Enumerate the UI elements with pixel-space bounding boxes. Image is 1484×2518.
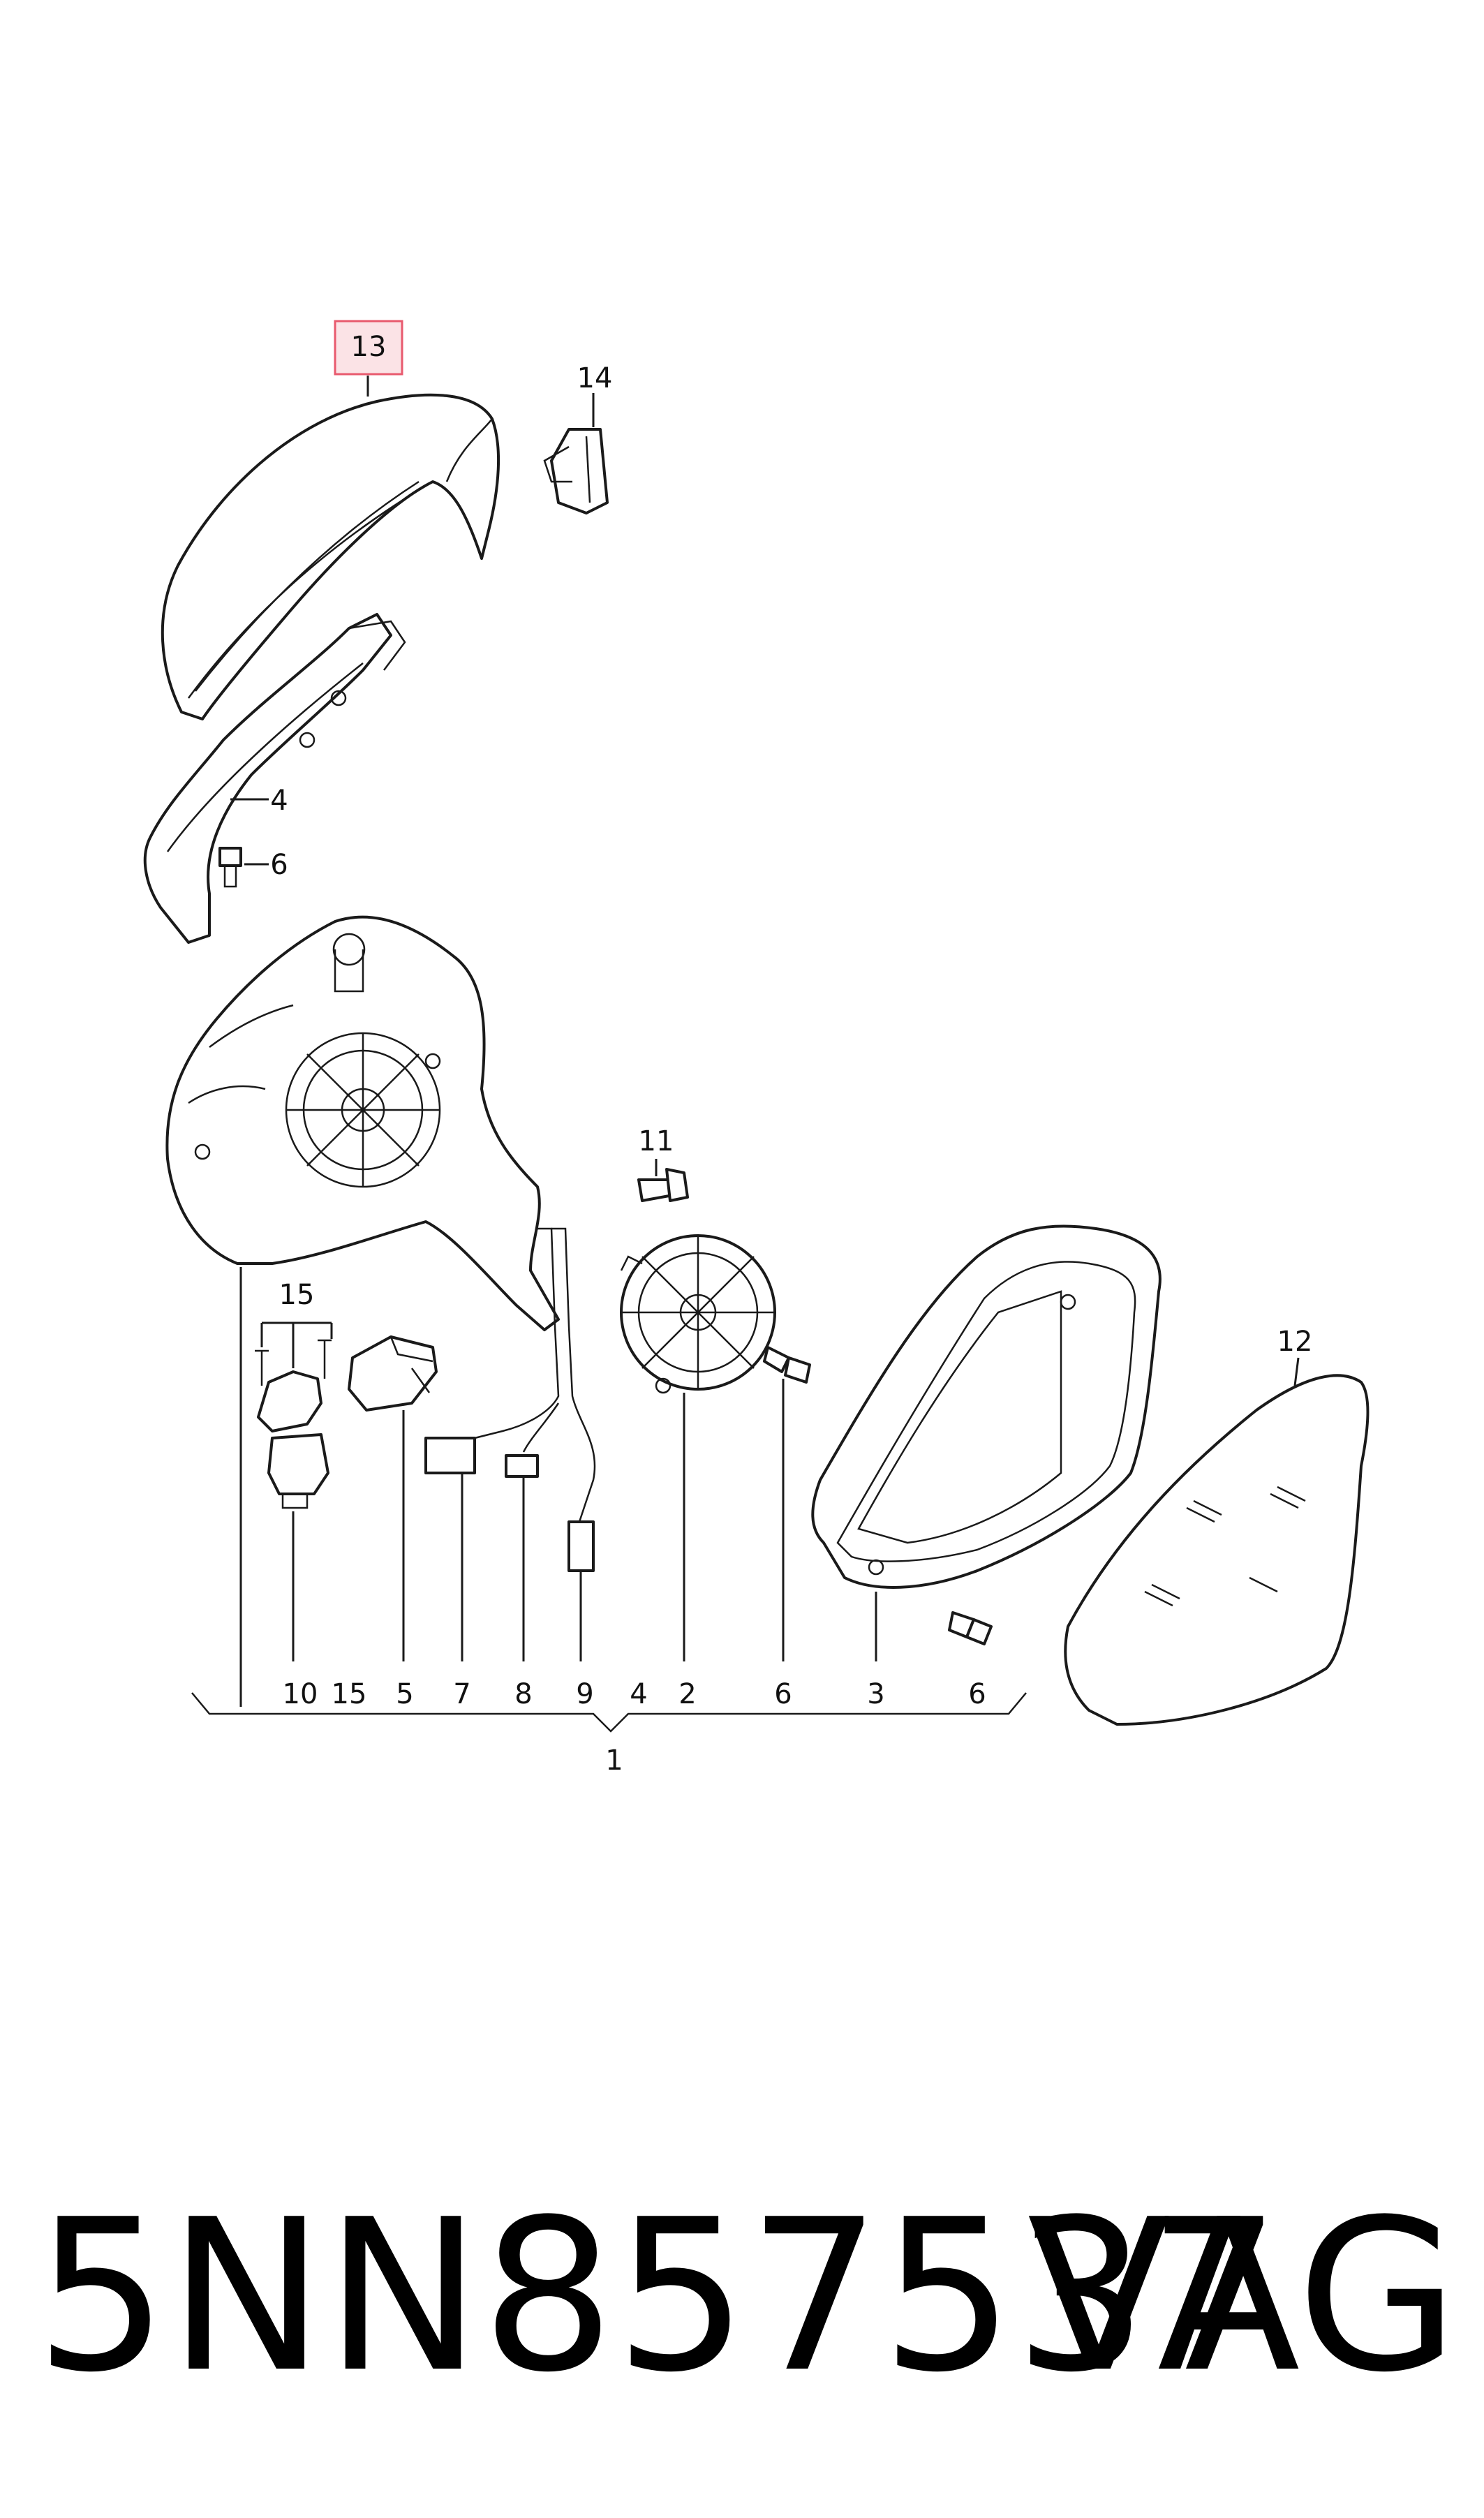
turn-signal-strip[interactable] (143, 613, 406, 944)
exploded-parts-diagram: 13 14 4 6 11 12 15 10 15 5 7 8 9 4 2 6 3… (143, 320, 1370, 1777)
label-6-top: 6 (270, 849, 288, 881)
screw-motor[interactable] (637, 1168, 689, 1202)
cover-clip[interactable] (543, 428, 609, 514)
label-7: 7 (453, 1678, 470, 1710)
label-12: 12 (1277, 1326, 1313, 1358)
label-6-row-b: 6 (968, 1678, 986, 1710)
screw-middle[interactable] (763, 1346, 811, 1384)
control-module[interactable] (348, 1335, 438, 1412)
adjustment-motor[interactable] (620, 1234, 776, 1394)
label-15-group: 15 (279, 1279, 315, 1311)
label-4-row: 4 (630, 1678, 647, 1710)
part-number: 5NN857537 (35, 2175, 1281, 2418)
motor-sensor-assembly[interactable] (255, 1339, 332, 1509)
mirror-frame[interactable] (811, 1224, 1162, 1589)
label-13: 13 (351, 331, 387, 363)
mirror-housing-base[interactable] (165, 915, 560, 1331)
callout-labels: 13 14 4 6 11 12 15 10 15 5 7 8 9 4 2 6 3… (270, 331, 1312, 1777)
mirror-cover-cap[interactable] (161, 393, 500, 720)
label-15-row: 15 (332, 1678, 367, 1710)
mirror-glass[interactable] (1064, 1374, 1370, 1726)
label-10: 10 (283, 1678, 318, 1710)
label-5: 5 (396, 1678, 413, 1710)
label-1: 1 (605, 1745, 623, 1777)
label-3: 3 (867, 1678, 884, 1710)
label-6-row-a: 6 (774, 1678, 792, 1710)
label-11: 11 (639, 1125, 674, 1157)
label-9: 9 (576, 1678, 593, 1710)
label-14: 14 (577, 362, 613, 394)
brand-name: VAG (1027, 2175, 1459, 2418)
label-8: 8 (514, 1678, 532, 1710)
wiring-harness[interactable] (424, 1227, 596, 1572)
label-2: 2 (678, 1678, 696, 1710)
screw-bottom[interactable] (948, 1611, 993, 1645)
label-4-top: 4 (270, 785, 288, 817)
leader-lines (191, 376, 1300, 1733)
screw-top[interactable] (218, 847, 242, 888)
highlight-box (334, 320, 403, 376)
